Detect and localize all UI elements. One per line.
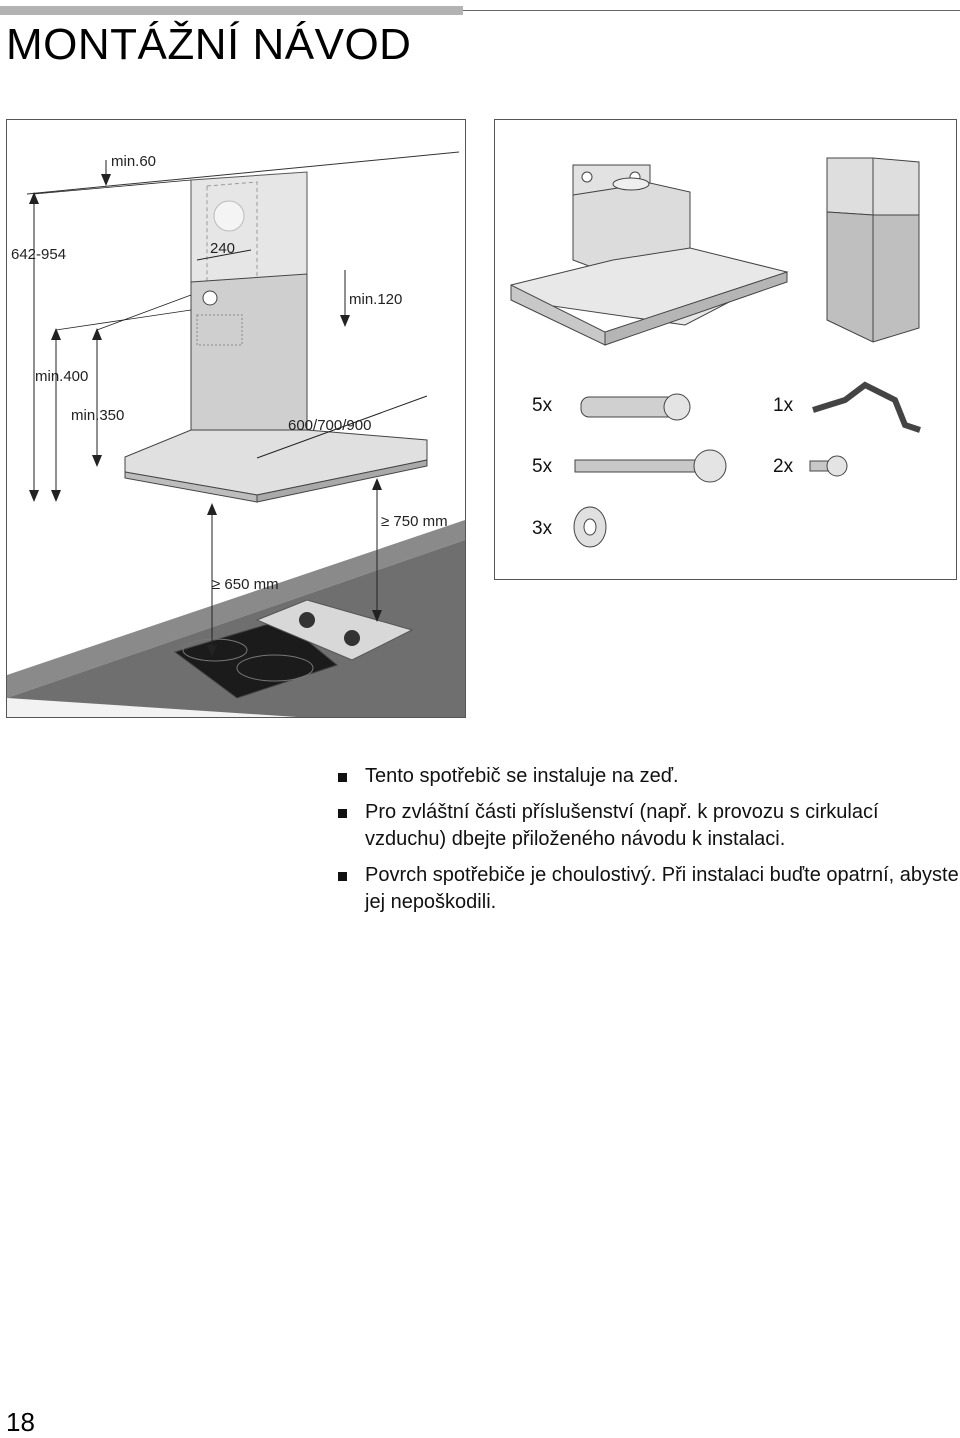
note-item: Pro zvláštní části příslušenství (např. … bbox=[336, 799, 960, 853]
qty-screws: 5x bbox=[532, 456, 553, 477]
note-item: Povrch spotřebiče je choulostivý. Při in… bbox=[336, 862, 960, 916]
bullet-icon bbox=[338, 809, 347, 818]
note-text: Pro zvláštní části příslušenství (např. … bbox=[365, 801, 879, 850]
dim-min120: min.120 bbox=[349, 291, 403, 308]
header-rule bbox=[463, 10, 960, 11]
dim-750: ≥ 750 mm bbox=[381, 513, 448, 530]
dim-650: ≥ 650 mm bbox=[212, 576, 279, 593]
dim-min60: min.60 bbox=[111, 153, 157, 170]
page-number: 18 bbox=[6, 1407, 35, 1437]
note-text: Tento spotřebič se instaluje na zeď. bbox=[365, 765, 679, 787]
dim-642-954: 642-954 bbox=[11, 246, 67, 263]
dim-widths: 600/700/900 bbox=[288, 417, 372, 434]
installation-diagram: min.60 642-954 240 min.120 min.400 min.3… bbox=[6, 119, 466, 718]
instruction-list: Tento spotřebič se instaluje na zeď. Pro… bbox=[336, 763, 960, 925]
qty-washers: 3x bbox=[532, 518, 553, 539]
dim-min400: min.400 bbox=[35, 368, 89, 385]
parts-drawing bbox=[510, 157, 921, 548]
qty-small-screws: 2x bbox=[773, 456, 794, 477]
bullet-icon bbox=[338, 872, 347, 881]
qty-bracket: 1x bbox=[773, 395, 794, 416]
page-title: MONTÁŽNÍ NÁVOD bbox=[6, 20, 412, 69]
dim-min350: min.350 bbox=[71, 407, 125, 424]
dim-240: 240 bbox=[210, 240, 236, 257]
header-bar bbox=[0, 6, 463, 15]
qty-anchors: 5x bbox=[532, 395, 553, 416]
parts-diagram: 5x 1x 5x 2x 3x bbox=[494, 119, 957, 580]
hood-drawing bbox=[7, 151, 465, 717]
bullet-icon bbox=[338, 773, 347, 782]
note-item: Tento spotřebič se instaluje na zeď. bbox=[336, 763, 960, 790]
note-text: Povrch spotřebiče je choulostivý. Při in… bbox=[365, 864, 959, 913]
